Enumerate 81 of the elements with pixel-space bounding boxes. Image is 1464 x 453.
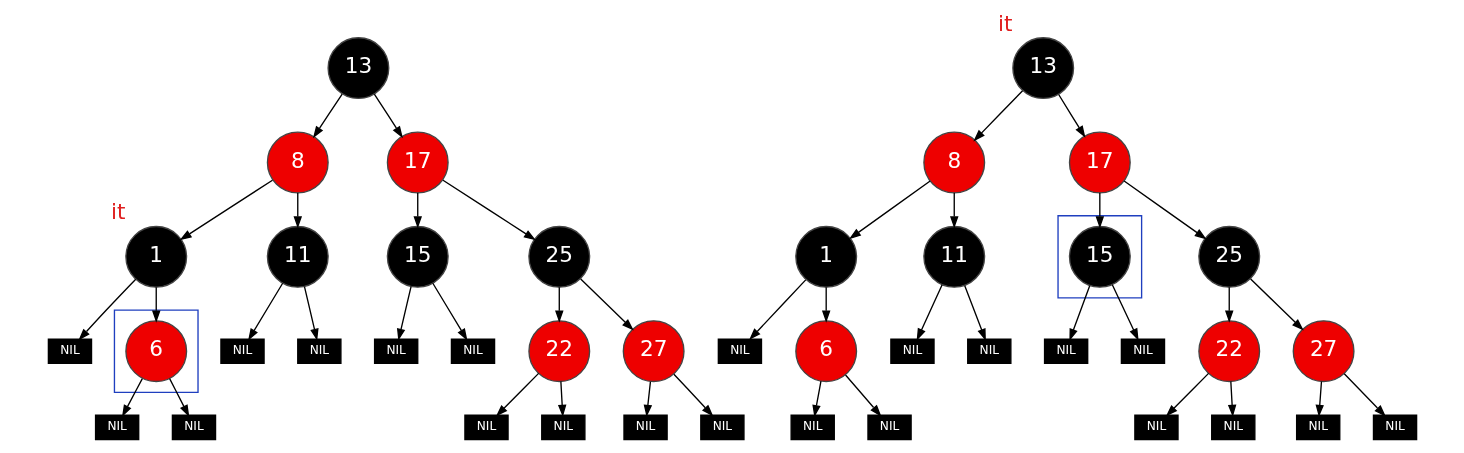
arrow — [844, 374, 882, 417]
node-circle: 25 — [527, 225, 590, 288]
node-circle: 17 — [386, 131, 449, 194]
arrow — [972, 90, 1023, 142]
node-box: NIL — [540, 414, 586, 441]
node-circle: 1 — [794, 225, 857, 288]
arrow — [441, 179, 536, 241]
arrow — [579, 278, 634, 331]
node-box: NIL — [789, 414, 835, 441]
node-box: NIL — [717, 338, 762, 364]
arrow — [77, 278, 136, 341]
node-box: NIL — [1210, 414, 1256, 441]
node-circle: 22 — [527, 320, 590, 383]
arrow — [672, 373, 713, 417]
node-circle: 11 — [922, 225, 985, 288]
arrow — [557, 380, 566, 417]
arrow — [495, 372, 539, 417]
node-box: NIL — [373, 338, 418, 364]
arrow — [963, 285, 986, 341]
arrow — [121, 377, 143, 417]
node-circle: 15 — [386, 225, 449, 288]
node-box: NIL — [1372, 414, 1417, 441]
node-circle: 8 — [266, 131, 329, 194]
arrow — [396, 286, 412, 341]
node-circle: 11 — [266, 225, 329, 288]
arrow — [916, 284, 943, 341]
node-box: NIL — [866, 414, 912, 441]
arrow — [312, 93, 343, 139]
node-box: NIL — [1043, 338, 1088, 364]
node-box: NIL — [622, 414, 668, 441]
node-circle: 22 — [1197, 320, 1260, 383]
arrow — [643, 380, 652, 417]
node-box: NIL — [699, 414, 745, 441]
arrow — [1095, 192, 1104, 229]
arrow — [554, 286, 564, 323]
arrow — [1315, 380, 1324, 417]
node-box: NIL — [171, 414, 216, 441]
node-box: NIL — [463, 414, 509, 441]
arrow — [247, 282, 283, 341]
node-circle: 25 — [1197, 225, 1260, 288]
node-box: NIL — [1120, 338, 1165, 364]
arrow — [303, 286, 319, 341]
arrow — [949, 192, 958, 229]
arrow — [1068, 285, 1090, 341]
arrow — [431, 282, 467, 341]
node-box: NIL — [296, 338, 342, 364]
arrow — [848, 180, 931, 240]
arrow — [1165, 372, 1209, 417]
node-box: NIL — [1295, 414, 1340, 441]
node-box: NIL — [1133, 414, 1179, 441]
arrow — [413, 192, 422, 229]
node-box: NIL — [889, 338, 935, 364]
node-circle: 13 — [1011, 37, 1074, 100]
node-box: NIL — [450, 338, 495, 364]
arrow — [821, 286, 830, 323]
arrow — [293, 192, 302, 229]
node-box: NIL — [94, 414, 139, 441]
node-label: it — [110, 199, 126, 225]
node-box: NIL — [219, 338, 265, 364]
node-circle: 6 — [124, 320, 187, 383]
arrow — [168, 377, 189, 417]
node-circle: 17 — [1068, 131, 1131, 194]
arrow — [1111, 284, 1139, 341]
node-circle: 15 — [1068, 225, 1131, 288]
arrow — [1224, 286, 1233, 323]
arrow — [179, 179, 273, 241]
node-circle: 1 — [124, 225, 187, 288]
node-circle: 13 — [326, 37, 389, 100]
arrow — [1057, 93, 1085, 138]
arrow — [151, 286, 160, 323]
arrow — [1123, 180, 1207, 240]
arrow — [1343, 373, 1386, 417]
arrow — [373, 93, 403, 139]
arrow — [811, 380, 822, 418]
arrow — [1227, 380, 1236, 417]
node-label: it — [997, 10, 1012, 36]
node-box: NIL — [966, 338, 1012, 364]
node-box: NIL — [47, 338, 92, 364]
node-circle: 6 — [794, 320, 857, 383]
arrow — [748, 279, 806, 341]
arrow — [1249, 278, 1304, 331]
